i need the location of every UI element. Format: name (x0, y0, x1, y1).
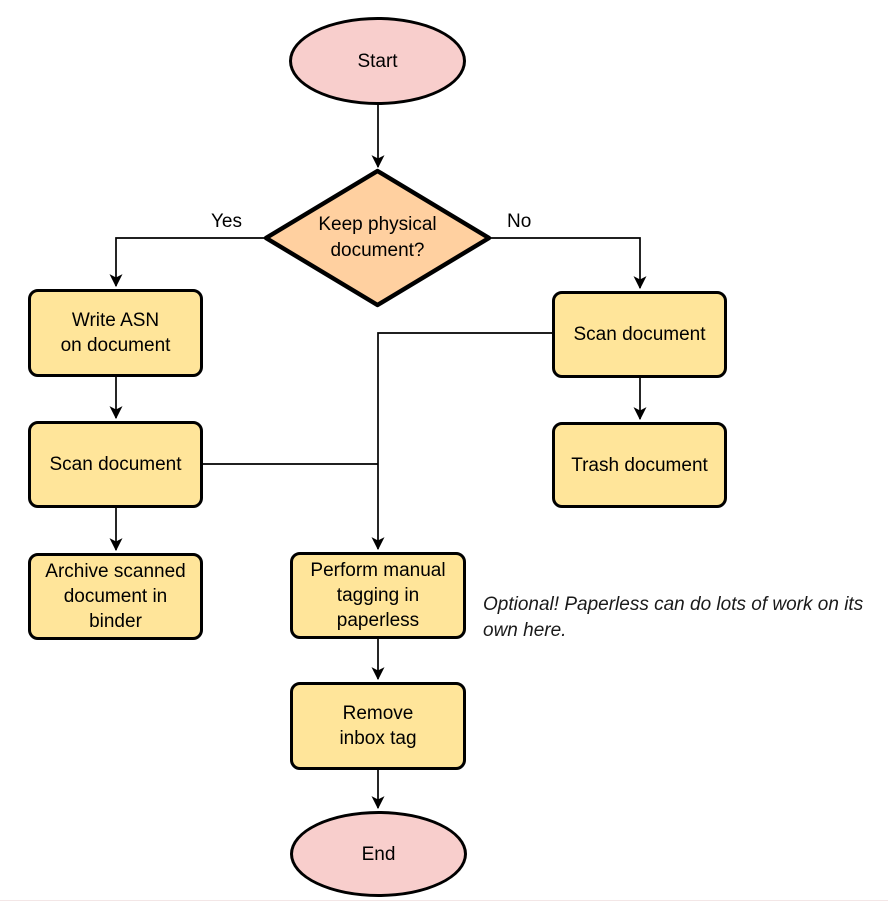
process-label-line: document in (63, 586, 168, 607)
process-label-line: inbox tag (339, 728, 417, 749)
process-scan-document-right: Scan document (552, 291, 727, 378)
start-label: Start (357, 50, 398, 72)
process-label-line: Archive scanned (45, 561, 186, 582)
optional-note-line: Optional! Paperless can do lots of work … (483, 594, 839, 615)
process-archive-in-binder: Archive scanned document in binder (28, 553, 203, 640)
end-label: End (361, 843, 396, 865)
process-manual-tagging: Perform manual tagging in paperless (290, 552, 466, 639)
process-label-line: Remove (342, 703, 414, 724)
end-terminal: End (290, 811, 467, 897)
process-write-asn: Write ASN on document (28, 289, 203, 377)
process-label-line: binder (89, 611, 142, 632)
process-label-line: Write ASN (71, 310, 160, 331)
process-label-line: on document (60, 335, 171, 356)
process-label-line: Scan document (49, 454, 182, 475)
connector-decision-no-to-scan-right (490, 237, 647, 290)
process-label-line: Trash document (571, 454, 708, 476)
process-trash-document: Trash document (552, 422, 727, 508)
edge-label-yes: Yes (211, 211, 242, 232)
decision-diamond-shape (263, 168, 492, 308)
optional-note-line: its own here. (483, 594, 864, 641)
start-terminal: Start (289, 17, 466, 105)
connector-decision-yes-to-write-asn (109, 237, 265, 288)
process-label-line: Perform manual (310, 560, 446, 581)
decision-keep-physical-document: Keep physical document? (277, 211, 478, 265)
bottom-rule-divider (0, 900, 888, 901)
decision-label-line: document? (330, 240, 425, 261)
process-remove-inbox-tag: Remove inbox tag (290, 682, 466, 770)
process-scan-document-left: Scan document (28, 421, 203, 508)
edge-label-no: No (507, 211, 532, 232)
process-label-line: Scan document (573, 324, 706, 345)
process-label-line: tagging in (336, 585, 420, 606)
optional-note: Optional! Paperless can do lots of work … (483, 592, 883, 644)
connector-scan-right-to-tagging (371, 332, 553, 551)
decision-label-line: Keep physical (318, 214, 437, 235)
process-label-line: paperless (336, 610, 420, 631)
